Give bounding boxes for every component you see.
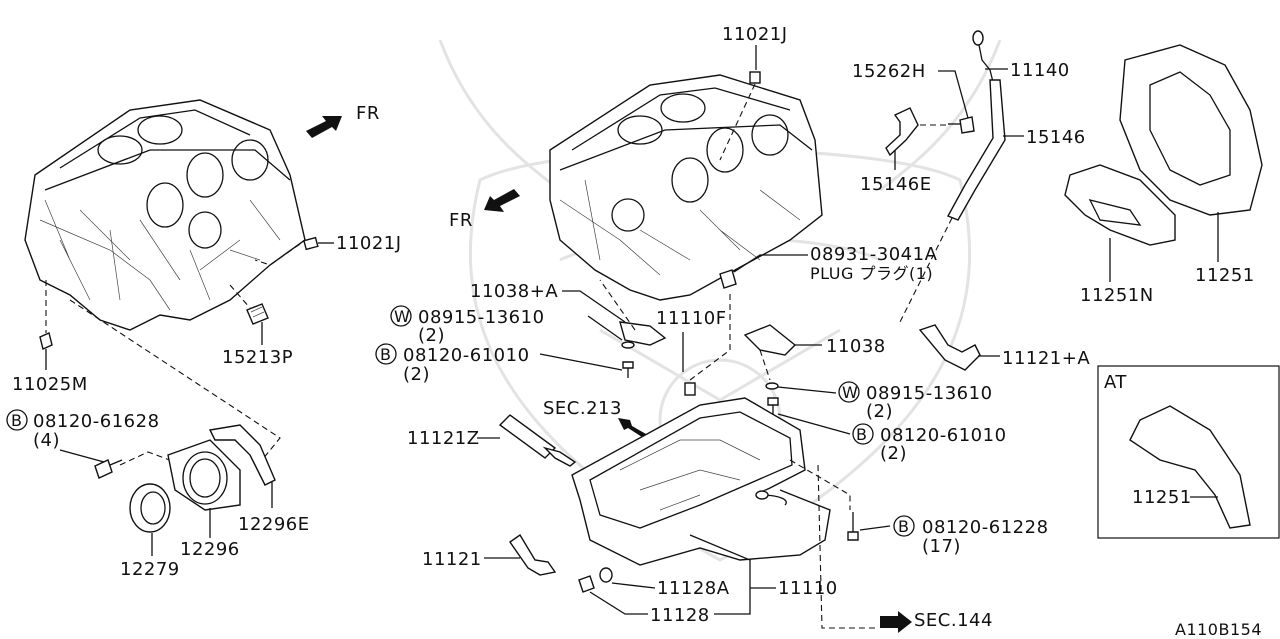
diagram-code: A110B154 xyxy=(1175,620,1262,639)
washer-symbol-w-2 xyxy=(838,381,860,403)
label-11251: 11251 xyxy=(1195,265,1255,286)
oil-seal-12279 xyxy=(129,483,171,533)
qty-08120-61228: (17) xyxy=(922,536,961,557)
label-11128: 11128 xyxy=(650,605,710,626)
symbol-b-61010-1: B xyxy=(380,345,391,364)
label-08120-61010-2: 08120-61010 xyxy=(880,425,1007,446)
drain-washer-11128a xyxy=(599,567,613,583)
fr-label-center: FR xyxy=(449,210,473,231)
label-08915-13610-1: 08915-13610 xyxy=(418,307,545,328)
sealant-tube-11121z xyxy=(498,414,577,467)
label-11110f: 11110F xyxy=(656,308,727,329)
label-11121z: 11121Z xyxy=(407,428,480,449)
bolt-08120-61628 xyxy=(94,459,123,479)
plug-08931-3041a xyxy=(719,269,737,289)
bolt-08120-61010-1 xyxy=(622,361,634,378)
label-sec144: SEC.144 xyxy=(914,610,993,631)
label-08120-61228: 08120-61228 xyxy=(922,517,1049,538)
label-11038a: 11038+A xyxy=(470,281,558,302)
qty-08915-13610-2: (2) xyxy=(866,401,893,422)
qty-08120-61628: (4) xyxy=(33,430,60,451)
symbol-b-61228: B xyxy=(898,517,909,536)
at-variant-box xyxy=(1097,365,1280,539)
bolt-symbol-b-61010-1 xyxy=(375,343,397,365)
label-15146e: 15146E xyxy=(860,174,932,195)
bracket-15146e xyxy=(885,107,919,157)
label-at: AT xyxy=(1104,372,1127,393)
seal-retainer-12296 xyxy=(167,439,241,511)
bolt-symbol-b-61228 xyxy=(893,515,915,537)
bracket-11038a xyxy=(619,321,667,346)
label-12296: 12296 xyxy=(180,539,240,560)
washer-symbol-w-1 xyxy=(390,305,412,327)
sec144-arrow xyxy=(880,611,912,633)
symbol-b-61628: B xyxy=(11,411,22,430)
dowel-11110f xyxy=(684,382,696,396)
label-11021j-left: 11021J xyxy=(336,233,402,254)
dipstick-tube-15146 xyxy=(947,79,1006,221)
label-15213p: 15213P xyxy=(222,347,293,368)
label-15146: 15146 xyxy=(1026,127,1086,148)
sensor-15213p xyxy=(246,303,269,325)
label-11038: 11038 xyxy=(826,336,886,357)
bracket-11038 xyxy=(743,324,797,356)
cylinder-block-center xyxy=(549,74,823,301)
washer-08915-1 xyxy=(621,341,635,349)
symbol-w-1: W xyxy=(394,307,410,326)
mount-11121a xyxy=(918,324,981,371)
plug-11021j-left xyxy=(303,236,319,251)
mount-11121 xyxy=(509,533,557,576)
symbol-b-61010-2: B xyxy=(856,425,867,444)
label-11021j-top: 11021J xyxy=(722,24,788,45)
label-15262h: 15262H xyxy=(852,61,926,82)
washer-08915-2 xyxy=(765,382,779,390)
bolt-symbol-b-61628 xyxy=(6,409,28,431)
label-08931-3041a: 08931-3041A xyxy=(810,244,938,265)
label-11121a: 11121+A xyxy=(1002,348,1090,369)
label-08120-61628: 08120-61628 xyxy=(33,411,160,432)
label-11110: 11110 xyxy=(778,578,838,599)
label-11140: 11140 xyxy=(1010,60,1070,81)
qty-08120-61010-1: (2) xyxy=(403,364,430,385)
label-08915-13610-2: 08915-13610 xyxy=(866,383,993,404)
sec213-arrow xyxy=(618,418,646,437)
label-08120-61010-1: 08120-61010 xyxy=(403,345,530,366)
cylinder-block-left xyxy=(24,99,306,331)
bolt-symbol-b-61010-2 xyxy=(852,423,874,445)
label-12279: 12279 xyxy=(120,559,180,580)
label-11121: 11121 xyxy=(422,549,482,570)
bolt-08120-61010-2 xyxy=(767,397,779,415)
dowel-11025m xyxy=(39,332,53,350)
rear-plate-11251-at xyxy=(1129,405,1251,529)
fr-label-left: FR xyxy=(356,103,380,124)
label-11128a: 11128A xyxy=(657,578,730,599)
rear-plate-11251 xyxy=(1119,44,1263,216)
label-11251-at: 11251 xyxy=(1132,487,1192,508)
label-plug: PLUG プラグ(1) xyxy=(810,264,933,283)
label-sec213: SEC.213 xyxy=(543,398,622,419)
bolt-08120-61228 xyxy=(847,512,859,541)
qty-08915-13610-1: (2) xyxy=(418,325,445,346)
gasket-12296e xyxy=(208,424,276,486)
plate-11251n xyxy=(1064,164,1176,246)
label-11251n: 11251N xyxy=(1080,285,1154,306)
plug-11021j-top xyxy=(749,71,761,84)
label-11025m: 11025M xyxy=(12,374,88,395)
oil-pan-11110 xyxy=(571,397,831,566)
symbol-w-2: W xyxy=(842,383,858,402)
label-12296e: 12296E xyxy=(238,514,310,535)
drain-plug-11128 xyxy=(578,575,595,593)
front-arrow-center xyxy=(484,189,520,212)
bolt-15262h xyxy=(948,116,975,134)
front-arrow-left xyxy=(306,116,342,138)
qty-08120-61010-2: (2) xyxy=(880,443,907,464)
